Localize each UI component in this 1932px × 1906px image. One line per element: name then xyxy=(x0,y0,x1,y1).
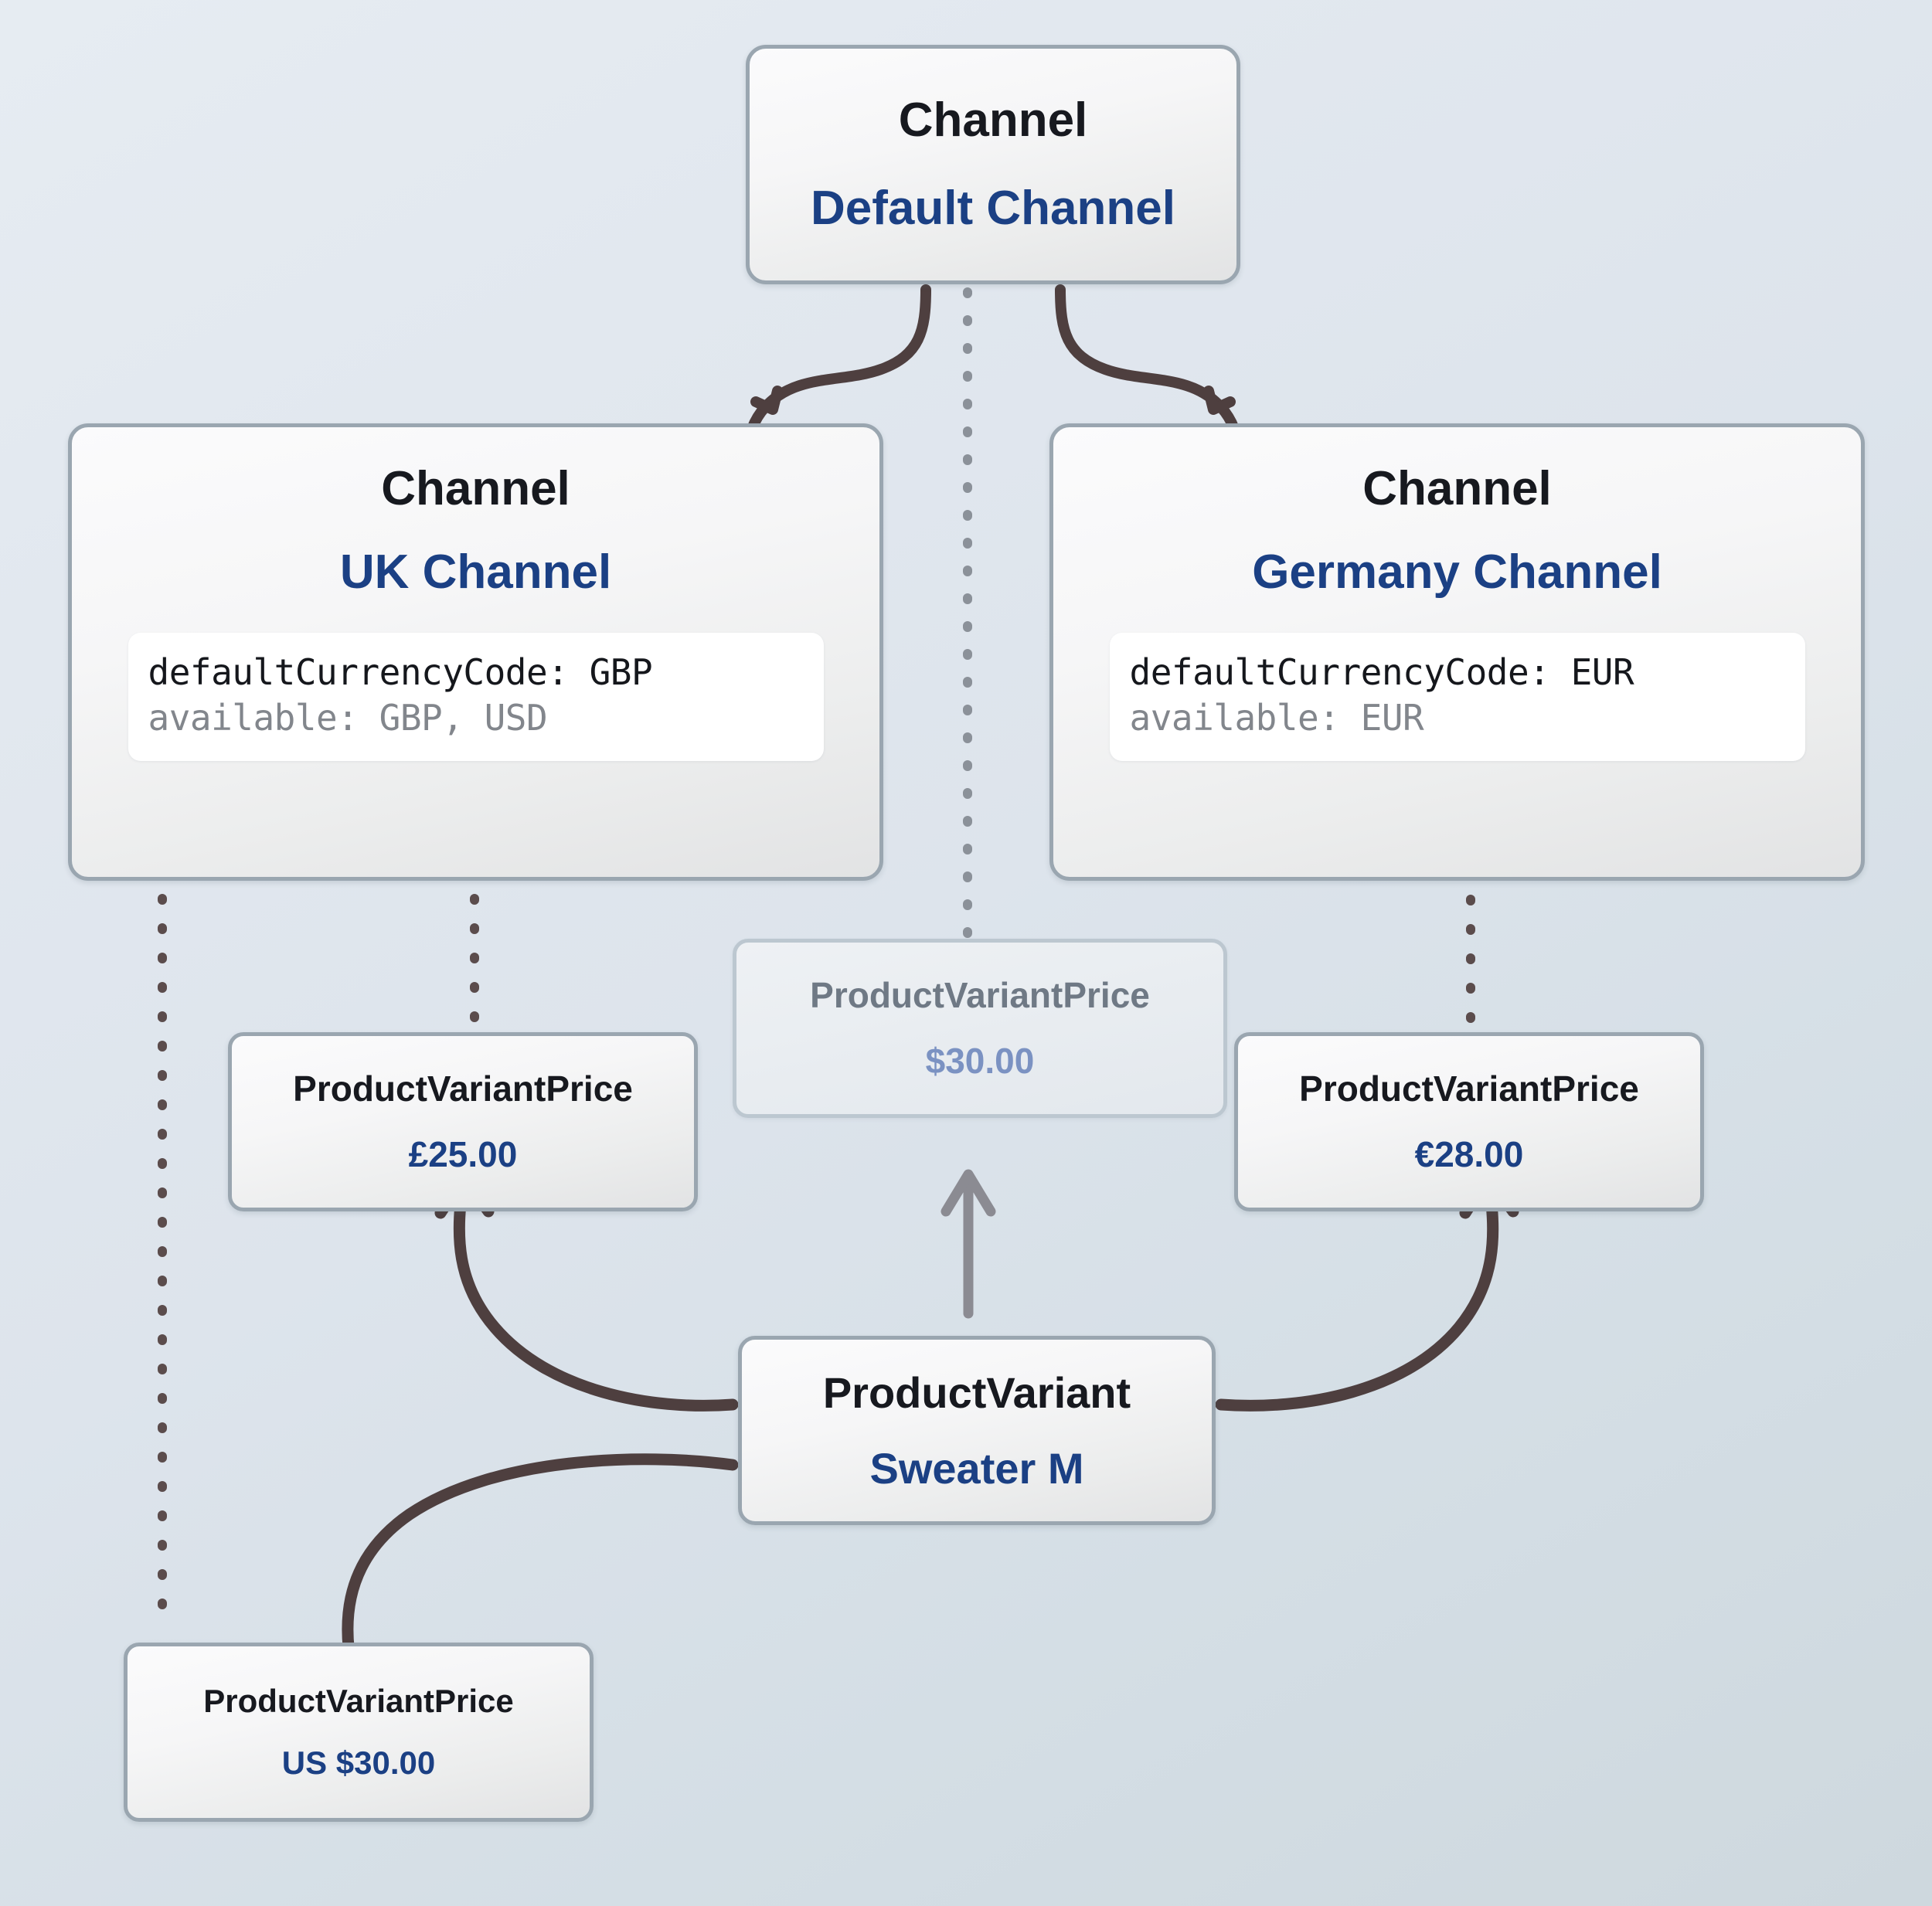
node-type-label: ProductVariantPrice xyxy=(203,1682,514,1719)
node-product-variant-price-usd-bottom[interactable]: ProductVariantPrice US $30.00 xyxy=(124,1643,594,1822)
node-type-label: ProductVariantPrice xyxy=(810,975,1150,1016)
node-price-value: $30.00 xyxy=(925,1041,1035,1081)
available-currencies-line: available: EUR xyxy=(1129,697,1424,739)
node-price-value: £25.00 xyxy=(408,1134,518,1174)
node-price-value: US $30.00 xyxy=(281,1745,436,1781)
available-currencies-line: available: GBP, USD xyxy=(148,697,548,739)
node-name-label: UK Channel xyxy=(339,545,612,600)
node-type-label: ProductVariantPrice xyxy=(293,1069,633,1109)
node-product-variant-price-gbp[interactable]: ProductVariantPrice £25.00 xyxy=(228,1032,698,1211)
node-type-label: Channel xyxy=(381,462,570,515)
node-type-label: Channel xyxy=(1362,462,1552,515)
node-germany-channel[interactable]: Channel Germany Channel defaultCurrencyC… xyxy=(1049,423,1865,881)
currency-panel-uk: defaultCurrencyCode: GBP available: GBP,… xyxy=(128,633,824,762)
node-product-variant[interactable]: ProductVariant Sweater M xyxy=(738,1336,1216,1525)
node-name-label: Default Channel xyxy=(811,182,1175,235)
node-product-variant-price-usd-default[interactable]: ProductVariantPrice $30.00 xyxy=(733,939,1227,1118)
edge-variant-to-eur xyxy=(1215,1171,1519,1412)
node-name-label: Germany Channel xyxy=(1252,545,1662,600)
node-price-value: €28.00 xyxy=(1414,1134,1524,1174)
node-type-label: ProductVariantPrice xyxy=(1299,1069,1639,1109)
node-uk-channel[interactable]: Channel UK Channel defaultCurrencyCode: … xyxy=(68,423,883,881)
node-default-channel[interactable]: Channel Default Channel xyxy=(746,45,1240,284)
node-type-label: Channel xyxy=(898,93,1088,147)
node-product-variant-price-eur[interactable]: ProductVariantPrice €28.00 xyxy=(1234,1032,1704,1211)
default-currency-code-line: defaultCurrencyCode: EUR xyxy=(1129,651,1634,694)
edge-variant-to-usd-default xyxy=(940,1169,996,1319)
node-type-label: ProductVariant xyxy=(822,1367,1131,1417)
node-name-label: Sweater M xyxy=(869,1443,1084,1493)
default-currency-code-line: defaultCurrencyCode: GBP xyxy=(148,651,653,694)
edge-variant-to-gbp xyxy=(434,1171,739,1412)
currency-panel-germany: defaultCurrencyCode: EUR available: EUR xyxy=(1109,633,1805,762)
